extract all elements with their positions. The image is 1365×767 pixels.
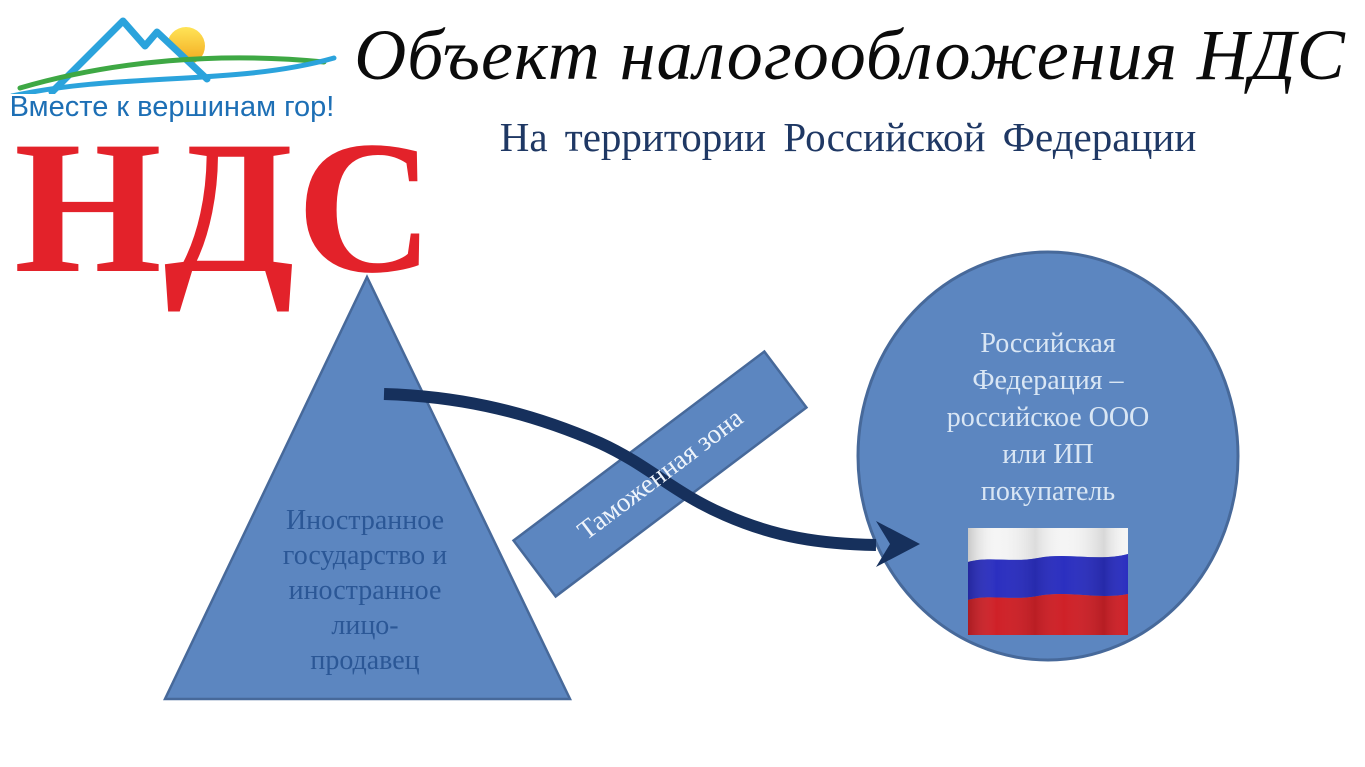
foreign-state-label-line: лицо- xyxy=(331,610,399,641)
flag-wave-shading xyxy=(968,528,1128,635)
flow-arrow-shaft xyxy=(383,388,877,551)
slide-subtitle: На территории Российской Федерации xyxy=(499,114,1197,160)
russia-label-line: российское ООО xyxy=(946,402,1150,433)
foreign-state-triangle xyxy=(163,274,572,701)
vat-watermark: НДС xyxy=(14,103,436,313)
foreign-state-label-line: Иностранное xyxy=(285,505,445,536)
russia-ellipse xyxy=(856,250,1240,662)
foreign-state-label-line: государство и xyxy=(282,540,448,571)
foreign-state-label-line: продавец xyxy=(310,645,420,676)
logo-mountains-sun-icon xyxy=(9,17,337,99)
russia-ellipse-label: Российская Федерация – российское ООО ил… xyxy=(878,325,1218,510)
slide-title: Объект налогообложения НДС xyxy=(354,15,1346,95)
logo: Вместе к вершинам гор! xyxy=(6,4,338,128)
russia-flag-svg xyxy=(968,528,1128,635)
logo-tagline: Вместе к вершинам гор! xyxy=(9,91,335,123)
russia-label-line: Федерация – xyxy=(972,365,1124,396)
russia-label-line: Российская xyxy=(980,328,1116,359)
russia-label-line: покупатель xyxy=(980,476,1116,507)
foreign-state-label-line: иностранное xyxy=(288,575,442,606)
russia-label-line: или ИП xyxy=(1002,439,1094,470)
foreign-state-label: Иностранное государство и иностранное ли… xyxy=(235,503,495,678)
flow-arrow xyxy=(383,388,920,567)
green-swoosh-icon xyxy=(17,55,327,91)
blue-swoosh-icon xyxy=(9,55,337,99)
flow-arrowhead-icon xyxy=(876,521,920,567)
mountain-outline-icon xyxy=(48,17,211,96)
russia-flag-icon xyxy=(968,528,1128,635)
